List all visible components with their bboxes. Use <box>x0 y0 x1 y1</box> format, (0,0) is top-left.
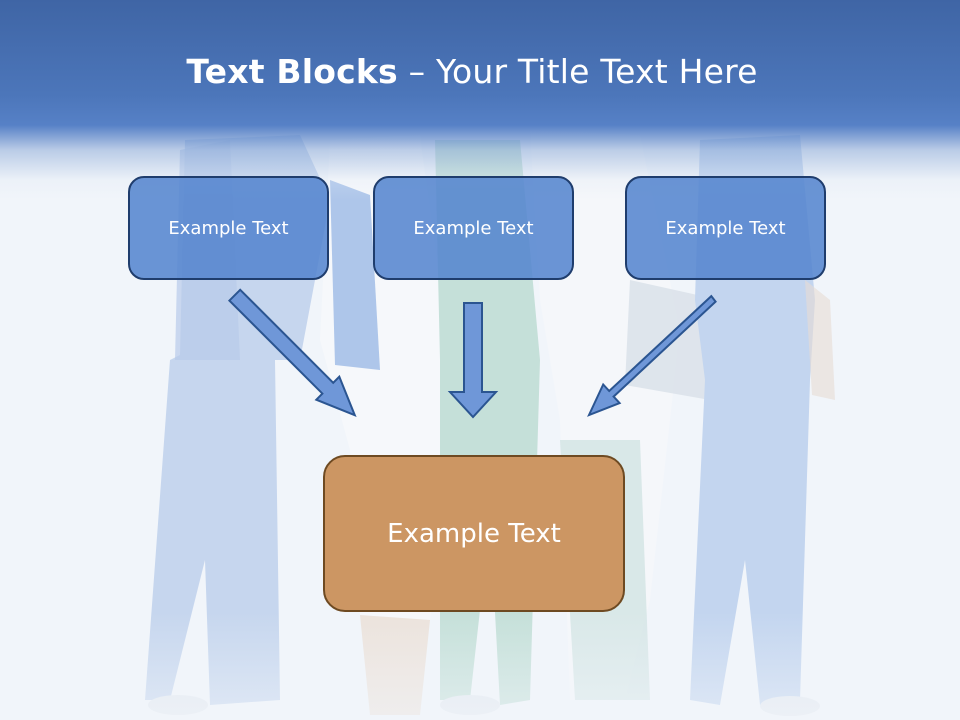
title-bold-part: Text Blocks <box>186 52 398 91</box>
header-band <box>0 0 960 200</box>
arrow-left-diagonal[interactable] <box>227 288 357 418</box>
arrow-center-down[interactable] <box>447 302 499 419</box>
text-block-left-label: Example Text <box>168 217 289 239</box>
main-text-block[interactable]: Example Text <box>323 455 625 612</box>
text-block-left[interactable]: Example Text <box>128 176 329 280</box>
main-text-block-label: Example Text <box>387 518 561 549</box>
text-block-right-label: Example Text <box>665 217 786 239</box>
text-block-right[interactable]: Example Text <box>625 176 826 280</box>
text-block-center[interactable]: Example Text <box>373 176 574 280</box>
slide-title: Text Blocks – Your Title Text Here <box>0 52 944 91</box>
text-block-center-label: Example Text <box>413 217 534 239</box>
arrow-right-diagonal[interactable] <box>587 294 717 417</box>
title-regular-part: Your Title Text Here <box>435 52 758 91</box>
title-separator: – <box>397 52 436 91</box>
